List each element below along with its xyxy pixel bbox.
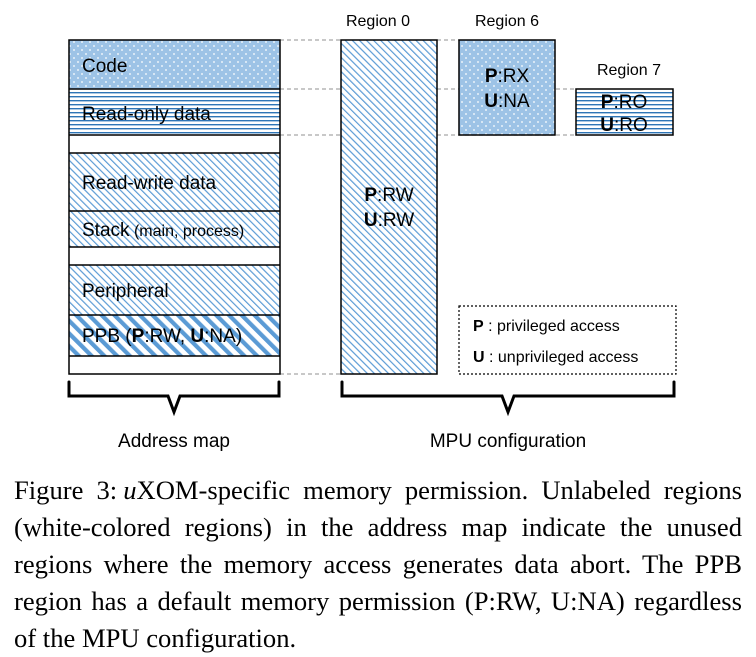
region-7-block: [575, 88, 674, 136]
region-6-block: [458, 39, 556, 136]
region-6-name: Region 6: [475, 13, 539, 30]
label-rwdata: Read-write data: [82, 173, 217, 194]
label-code: Code: [82, 56, 127, 77]
region-7-name: Region 7: [597, 62, 661, 79]
label-ppb: PPB (P:RW, U:NA): [82, 326, 242, 347]
segment-rwdata: [69, 153, 280, 211]
region-0-u-perm: U:RW: [364, 210, 414, 231]
caption-label: Figure 3:: [14, 475, 118, 505]
address-map: Code Read-only data Read-write data Stac…: [68, 39, 281, 375]
segment-rodata: [69, 89, 280, 135]
segment-unused-2: [69, 247, 280, 265]
mpu-brace: [340, 380, 676, 417]
segment-unused-3: [69, 356, 280, 374]
region-7-u-perm: U:RO: [600, 115, 648, 136]
segment-code: [69, 40, 280, 89]
segment-peripheral: [69, 265, 280, 315]
region-6-p-perm: P:RX: [485, 66, 530, 87]
segment-ppb: [69, 315, 280, 356]
region-6-u-perm: U:NA: [484, 91, 530, 112]
caption-u-italic: u: [123, 475, 137, 505]
label-stack: Stack (main, process): [82, 220, 244, 241]
region-0-block: [340, 39, 438, 375]
mpu-configuration-title: MPU configuration: [430, 431, 586, 452]
label-rodata: Read-only data: [82, 104, 211, 125]
figure-caption: Figure 3:uXOM-specific memory permission…: [14, 472, 742, 657]
segment-unused-1: [69, 135, 280, 153]
mpu-configuration: Region 0 Region 6 Region 7 P:RW U:RW P:R…: [340, 13, 677, 375]
region-0-name: Region 0: [346, 13, 410, 30]
label-peripheral: Peripheral: [82, 281, 169, 302]
segment-stack: [69, 211, 280, 247]
address-map-title: Address map: [118, 431, 230, 452]
permission-legend: P : privileged access U : unprivileged a…: [458, 305, 677, 375]
figure-diagram: Code Read-only data Read-write data Stac…: [67, 13, 677, 452]
legend-privileged: P : privileged access: [473, 318, 620, 335]
caption-text: XOM-specific memory permission. Unlabele…: [14, 475, 742, 653]
region-7-p-perm: P:RO: [601, 92, 647, 113]
legend-unprivileged: U : unprivileged access: [473, 349, 638, 366]
address-map-brace: [67, 380, 281, 417]
region-0-p-perm: P:RW: [364, 185, 413, 206]
